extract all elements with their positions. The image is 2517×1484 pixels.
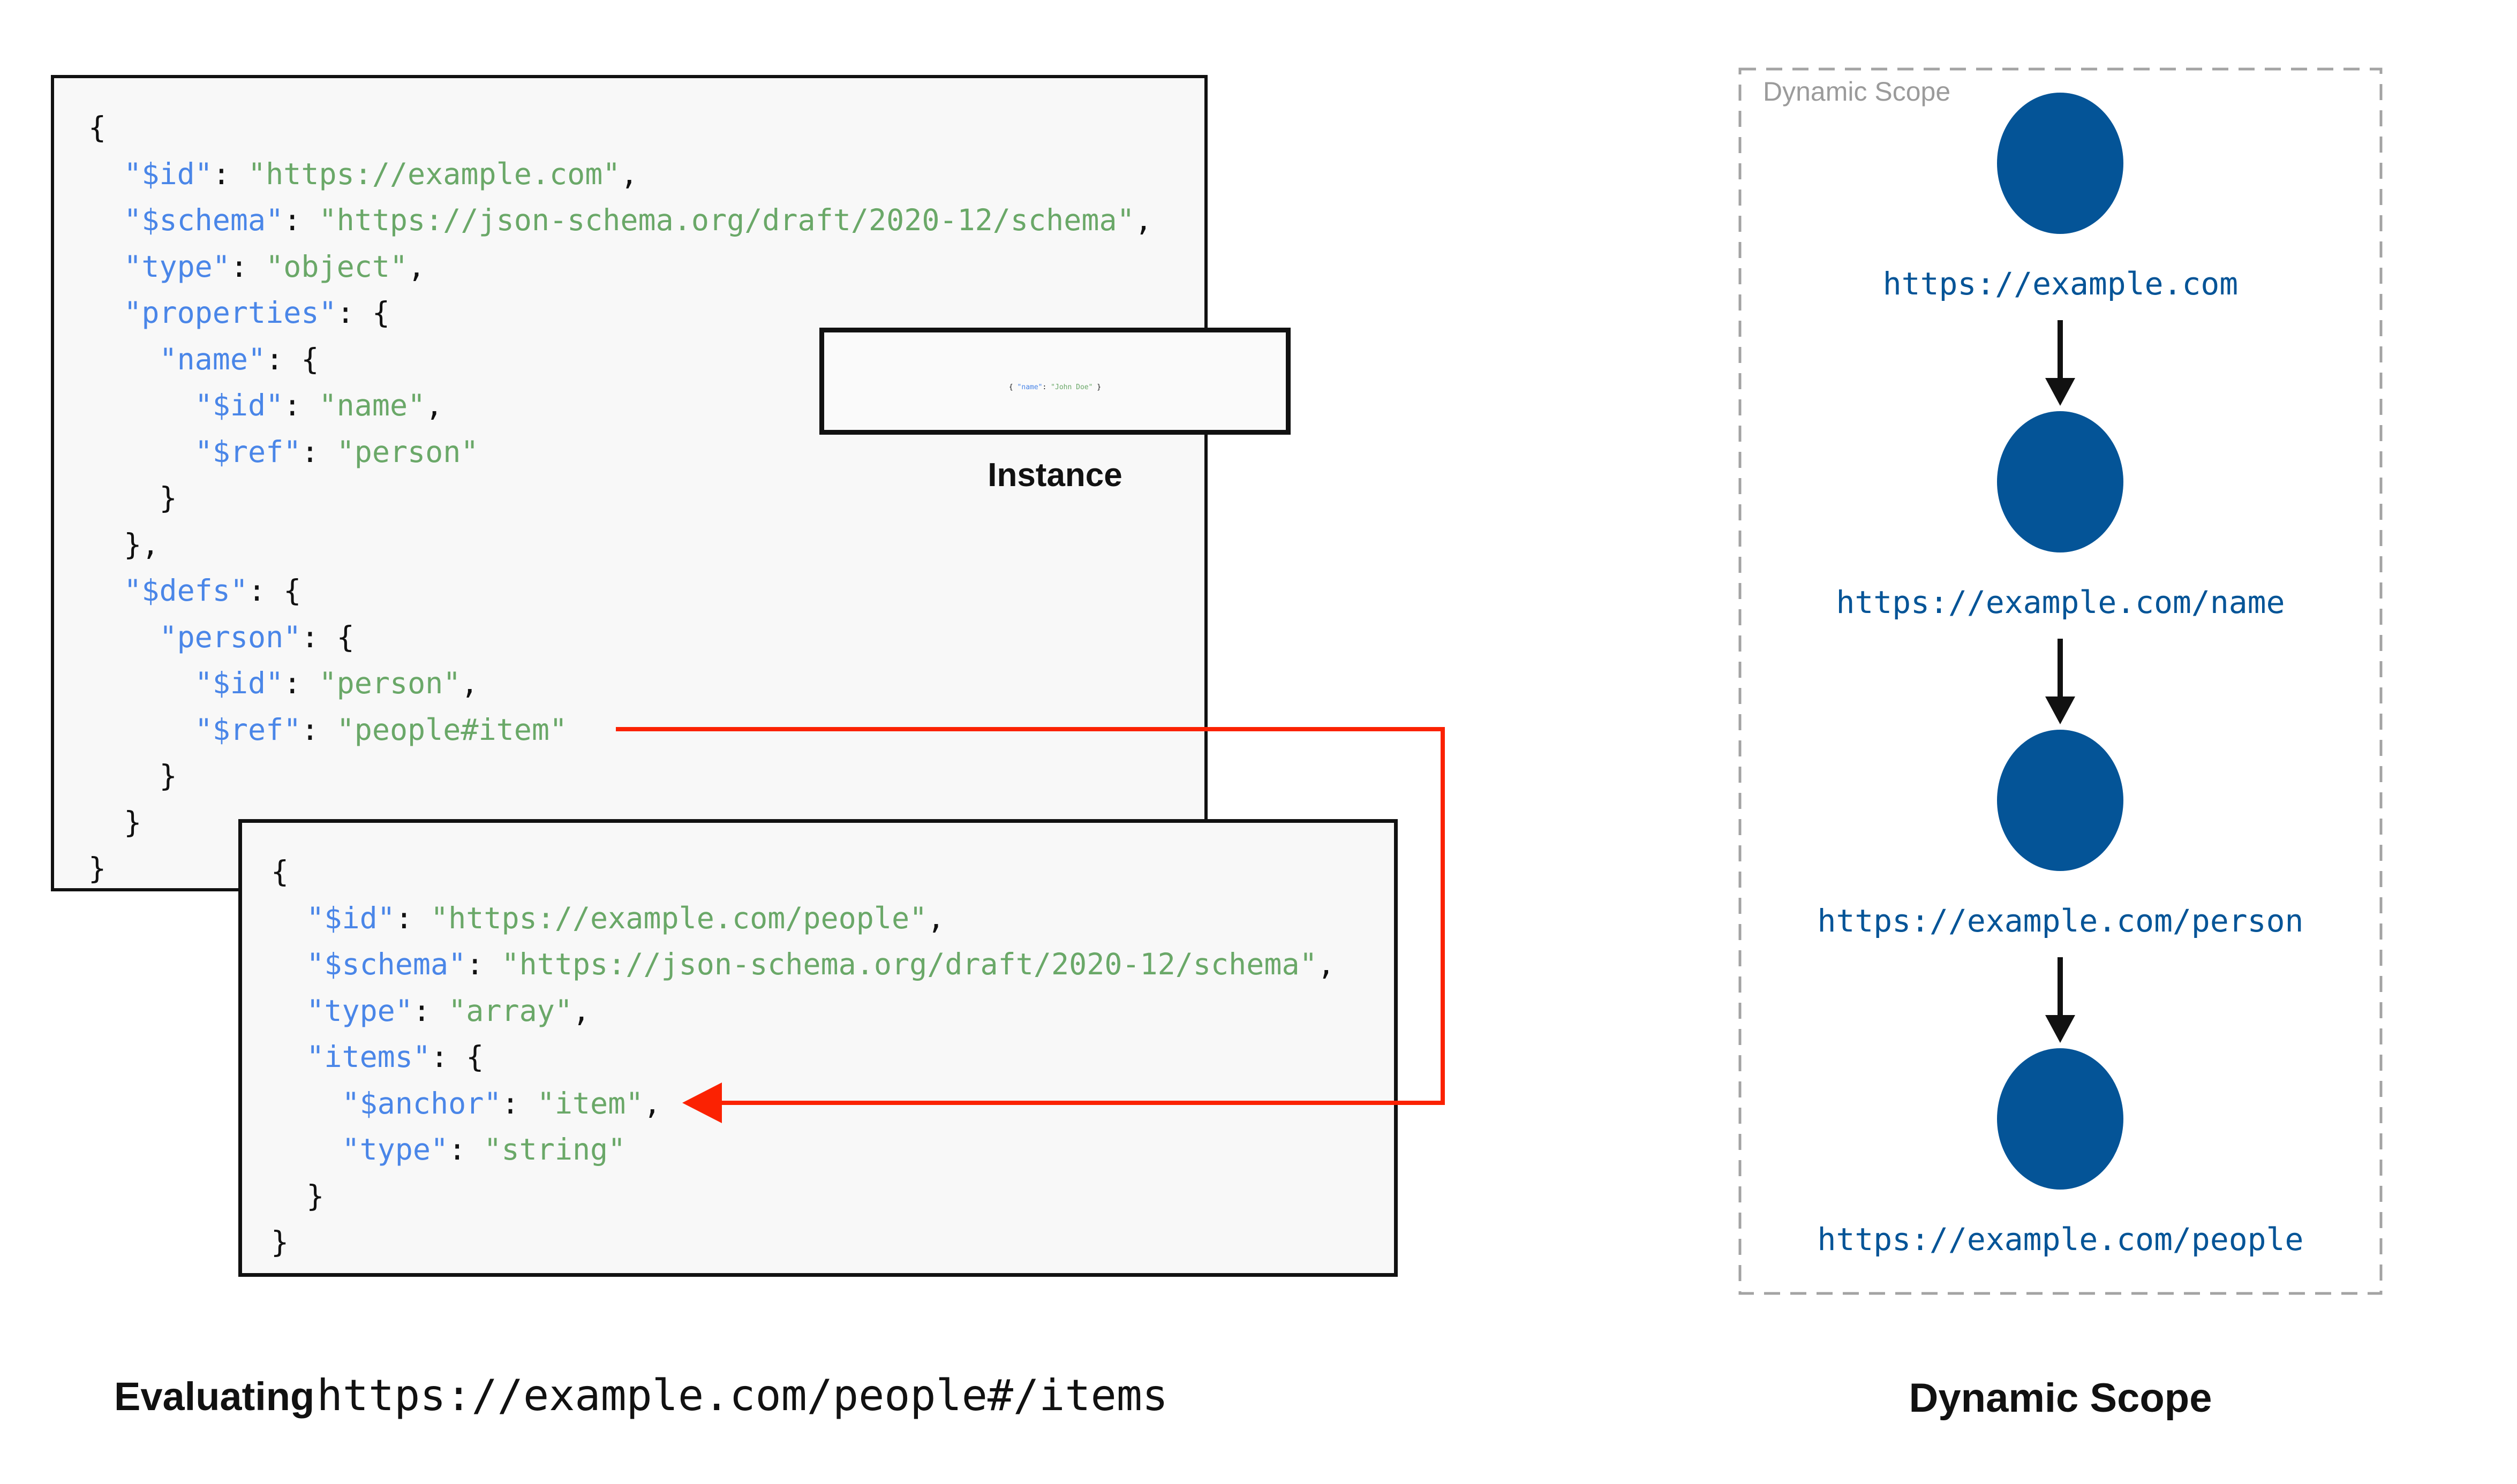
scope-node-circle-2 (1997, 411, 2123, 552)
evaluating-caption-label: Evaluating (114, 1374, 315, 1419)
scope-node-url-1: https://example.com (1882, 266, 2239, 302)
evaluating-caption: Evaluating https://example.com/people#/i… (114, 1371, 1168, 1420)
scope-node-circle-3 (1997, 730, 2123, 871)
people-schema-code: { "$id": "https://example.com/people", "… (271, 854, 1335, 1259)
instance-box: { "name": "John Doe" } (819, 328, 1291, 435)
scope-node-url-3: https://example.com/person (1817, 903, 2304, 939)
down-arrow-icon (2045, 639, 2075, 724)
schema-code: { "$id": "https://example.com", "$schema… (88, 110, 1152, 885)
scope-node-circle-1 (1997, 93, 2123, 234)
down-arrow-icon (2045, 957, 2075, 1043)
down-arrow-icon (2045, 320, 2075, 406)
scope-node-url-4: https://example.com/people (1817, 1221, 2304, 1258)
dynamic-scope-border (1738, 67, 2383, 1295)
scope-node-url-2: https://example.com/name (1836, 584, 2285, 620)
dynamic-scope-caption: Dynamic Scope (1909, 1375, 2212, 1421)
instance-code: { "name": "John Doe" } (1008, 383, 1102, 391)
scope-node-circle-4 (1997, 1048, 2123, 1190)
people-schema-box: { "$id": "https://example.com/people", "… (238, 819, 1398, 1277)
dynamic-scope-title: Dynamic Scope (1763, 77, 1951, 107)
instance-label: Instance (988, 457, 1122, 494)
evaluating-caption-url: https://example.com/people#/items (316, 1371, 1169, 1420)
